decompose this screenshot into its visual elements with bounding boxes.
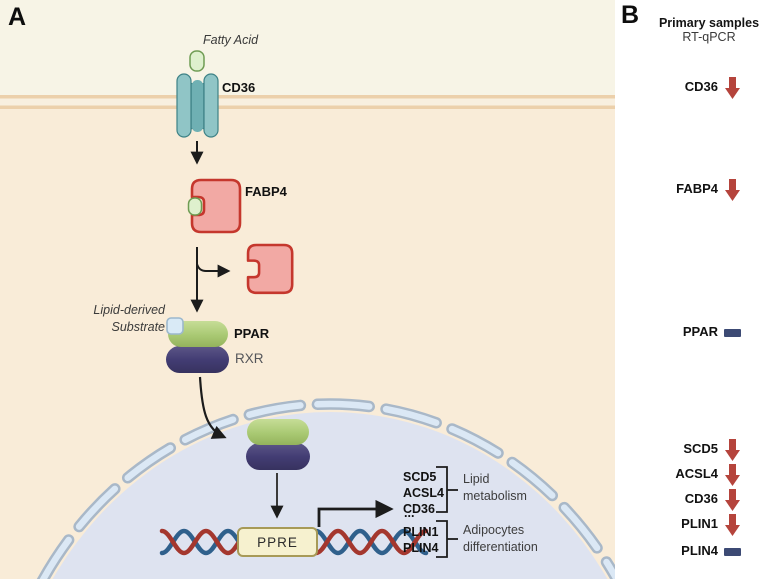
- rxr-label: RXR: [235, 351, 264, 366]
- rtqpcr-row: PPAR: [615, 321, 761, 345]
- arrow-into-nucleus: [198, 376, 227, 439]
- gene-plin4: PLIN4: [403, 541, 439, 555]
- extracellular-background: [0, 0, 615, 96]
- rtqpcr-row: PLIN4: [615, 540, 761, 564]
- pathway-diagram: [0, 0, 615, 579]
- rtqpcr-row: CD36: [615, 488, 761, 512]
- substrate-label-line2: Substrate: [111, 320, 165, 334]
- rtqpcr-row: ACSL4: [615, 463, 761, 487]
- gene-scd5: SCD5: [403, 470, 437, 484]
- ppre-label: PPRE: [257, 534, 298, 550]
- rtqpcr-gene-label: PLIN4: [681, 543, 718, 558]
- ppar-label: PPAR: [234, 326, 270, 341]
- rtqpcr-gene-label: PPAR: [682, 324, 718, 339]
- down-arrow-icon: [725, 514, 740, 536]
- rxr-pill-icon: [166, 346, 229, 373]
- no-change-dash-icon: [724, 548, 741, 556]
- group1-label-line2: metabolism: [463, 489, 527, 503]
- down-arrow-icon: [725, 77, 740, 99]
- rtqpcr-gene-label: PLIN1: [681, 516, 718, 531]
- bracket-adipocytes-icon: [436, 520, 458, 558]
- rtqpcr-gene-label: FABP4: [676, 181, 718, 196]
- no-change-dash-icon: [724, 329, 741, 337]
- group2-label-line2: differentiation: [463, 540, 538, 554]
- down-arrow-icon: [725, 489, 740, 511]
- fatty-acid-label: Fatty Acid: [203, 33, 259, 47]
- panel-a: A Fatty Acid CD36 FABP4 Lipid-derived Su…: [0, 0, 615, 579]
- substrate-label-line1: Lipid-derived: [93, 303, 165, 317]
- panel-b: B Primary samples RT-qPCR CD36 FABP4 PPA…: [615, 0, 761, 579]
- group1-label-line1: Lipid: [463, 472, 490, 486]
- cell-membrane: [0, 95, 615, 109]
- panel-b-label: B: [621, 1, 640, 29]
- rxr-pill-nucleus-icon: [246, 443, 310, 470]
- gene-acsl4: ACSL4: [403, 486, 444, 500]
- cd36-label: CD36: [222, 80, 256, 95]
- rtqpcr-gene-label: CD36: [684, 491, 718, 506]
- panel-b-title: Primary samples: [658, 16, 760, 30]
- panel-a-label: A: [8, 3, 27, 31]
- rtqpcr-gene-label: CD36: [684, 79, 718, 94]
- rtqpcr-row: FABP4: [615, 178, 761, 202]
- rtqpcr-gene-label: SCD5: [683, 441, 718, 456]
- gene-plin1: PLIN1: [403, 525, 439, 539]
- fatty-acid-icon: [189, 50, 205, 72]
- ppar-pill-nucleus-icon: [247, 419, 309, 445]
- down-arrow-icon: [725, 439, 740, 461]
- rtqpcr-gene-label: ACSL4: [675, 466, 718, 481]
- cd36-transporter-icon: [176, 73, 219, 138]
- fabp4-label: FABP4: [245, 184, 287, 199]
- gene-ellipsis: ...: [404, 506, 415, 520]
- rtqpcr-row: PLIN1: [615, 513, 761, 537]
- fabp4-protein-icon: [187, 178, 242, 234]
- lipid-substrate-icon: [166, 317, 184, 335]
- ppre-box: [237, 527, 318, 557]
- down-arrow-icon: [725, 464, 740, 486]
- group2-label-line1: Adipocytes: [463, 523, 525, 537]
- rtqpcr-row: SCD5: [615, 438, 761, 462]
- down-arrow-icon: [725, 179, 740, 201]
- arrow-branch-to-empty-fabp4: [196, 263, 231, 278]
- rtqpcr-row: CD36: [615, 76, 761, 100]
- fatty-acid-in-fabp4-icon: [187, 197, 203, 216]
- panel-b-subtitle: RT-qPCR: [682, 30, 736, 44]
- arrow-transcription: [317, 499, 394, 527]
- fabp4-empty-icon: [246, 243, 294, 295]
- gene-cd36: CD36: [403, 502, 435, 516]
- bracket-lipid-metabolism-icon: [436, 466, 458, 513]
